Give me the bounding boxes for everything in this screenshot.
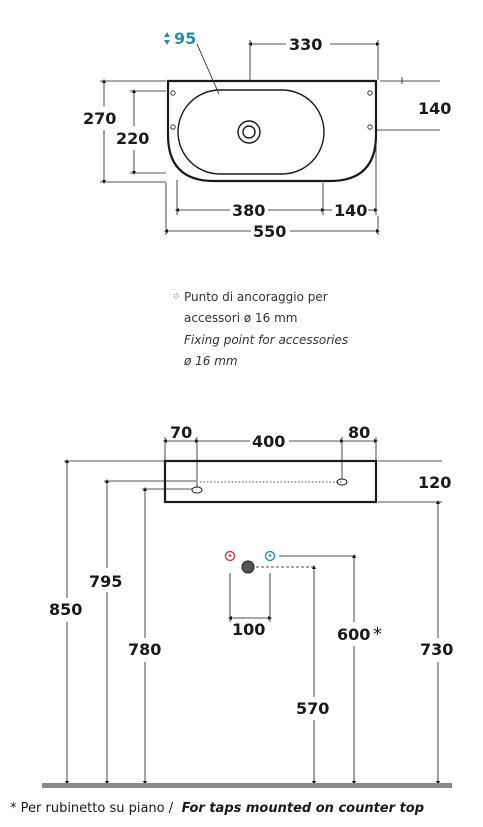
dim-795: 795: [89, 572, 122, 591]
fixing-point: [367, 90, 373, 96]
basin-front: [163, 459, 378, 504]
floor-line: [42, 783, 452, 788]
dim-850: 850: [49, 600, 82, 619]
bracket-hole-left: [191, 486, 203, 494]
legend-line-1: Punto di ancoraggio per: [184, 290, 328, 304]
dim-400: 400: [252, 432, 285, 451]
drain-inner: [242, 125, 256, 139]
depth-95-marker: 95: [164, 29, 220, 95]
footnote-italian: * Per rubinetto su piano /: [10, 801, 174, 816]
dim-330: 330: [289, 35, 322, 54]
waste-outlet-icon: [241, 560, 255, 574]
dim-600: 600: [337, 625, 370, 644]
dim-600-asterisk: *: [373, 624, 382, 645]
fixing-point-legend: Punto di ancoraggio per accessori ø 16 m…: [173, 290, 348, 368]
dim-380: 380: [232, 201, 265, 220]
fixing-point: [367, 124, 373, 130]
dim-70: 70: [170, 423, 192, 442]
dim-80: 80: [348, 423, 370, 442]
fixing-point: [170, 124, 176, 130]
dim-100: 100: [232, 620, 265, 639]
legend-line-4: ø 16 mm: [183, 354, 238, 368]
basin-bowl: [177, 89, 325, 175]
dim-570: 570: [296, 699, 329, 718]
front-view: 70 400 80 120 850 795 780: [42, 423, 453, 788]
tap-connections: 100: [224, 550, 356, 639]
fixing-point-symbol: [173, 293, 179, 299]
top-view: 95 330 270 220 140 380 1: [83, 29, 451, 241]
dim-550: 550: [253, 222, 286, 241]
dim-220: 220: [116, 129, 149, 148]
fixing-point: [170, 90, 176, 96]
footnote: * Per rubinetto su piano / For taps moun…: [10, 799, 424, 816]
legend-line-2: accessori ø 16 mm: [184, 311, 297, 325]
dim-780: 780: [128, 640, 161, 659]
legend-line-3: Fixing point for accessories: [184, 333, 348, 347]
dim-140-bottom: 140: [334, 201, 367, 220]
dim-730: 730: [420, 640, 453, 659]
basin-outline: [166, 79, 378, 183]
dim-140-right: 140: [418, 99, 451, 118]
dim-95: 95: [174, 29, 196, 48]
drain-outer: [237, 120, 261, 144]
dim-270: 270: [83, 109, 116, 128]
footnote-text: * Per rubinetto su piano / For taps moun…: [10, 799, 424, 816]
footnote-english: For taps mounted on counter top: [182, 801, 424, 816]
dim-120: 120: [418, 473, 451, 492]
